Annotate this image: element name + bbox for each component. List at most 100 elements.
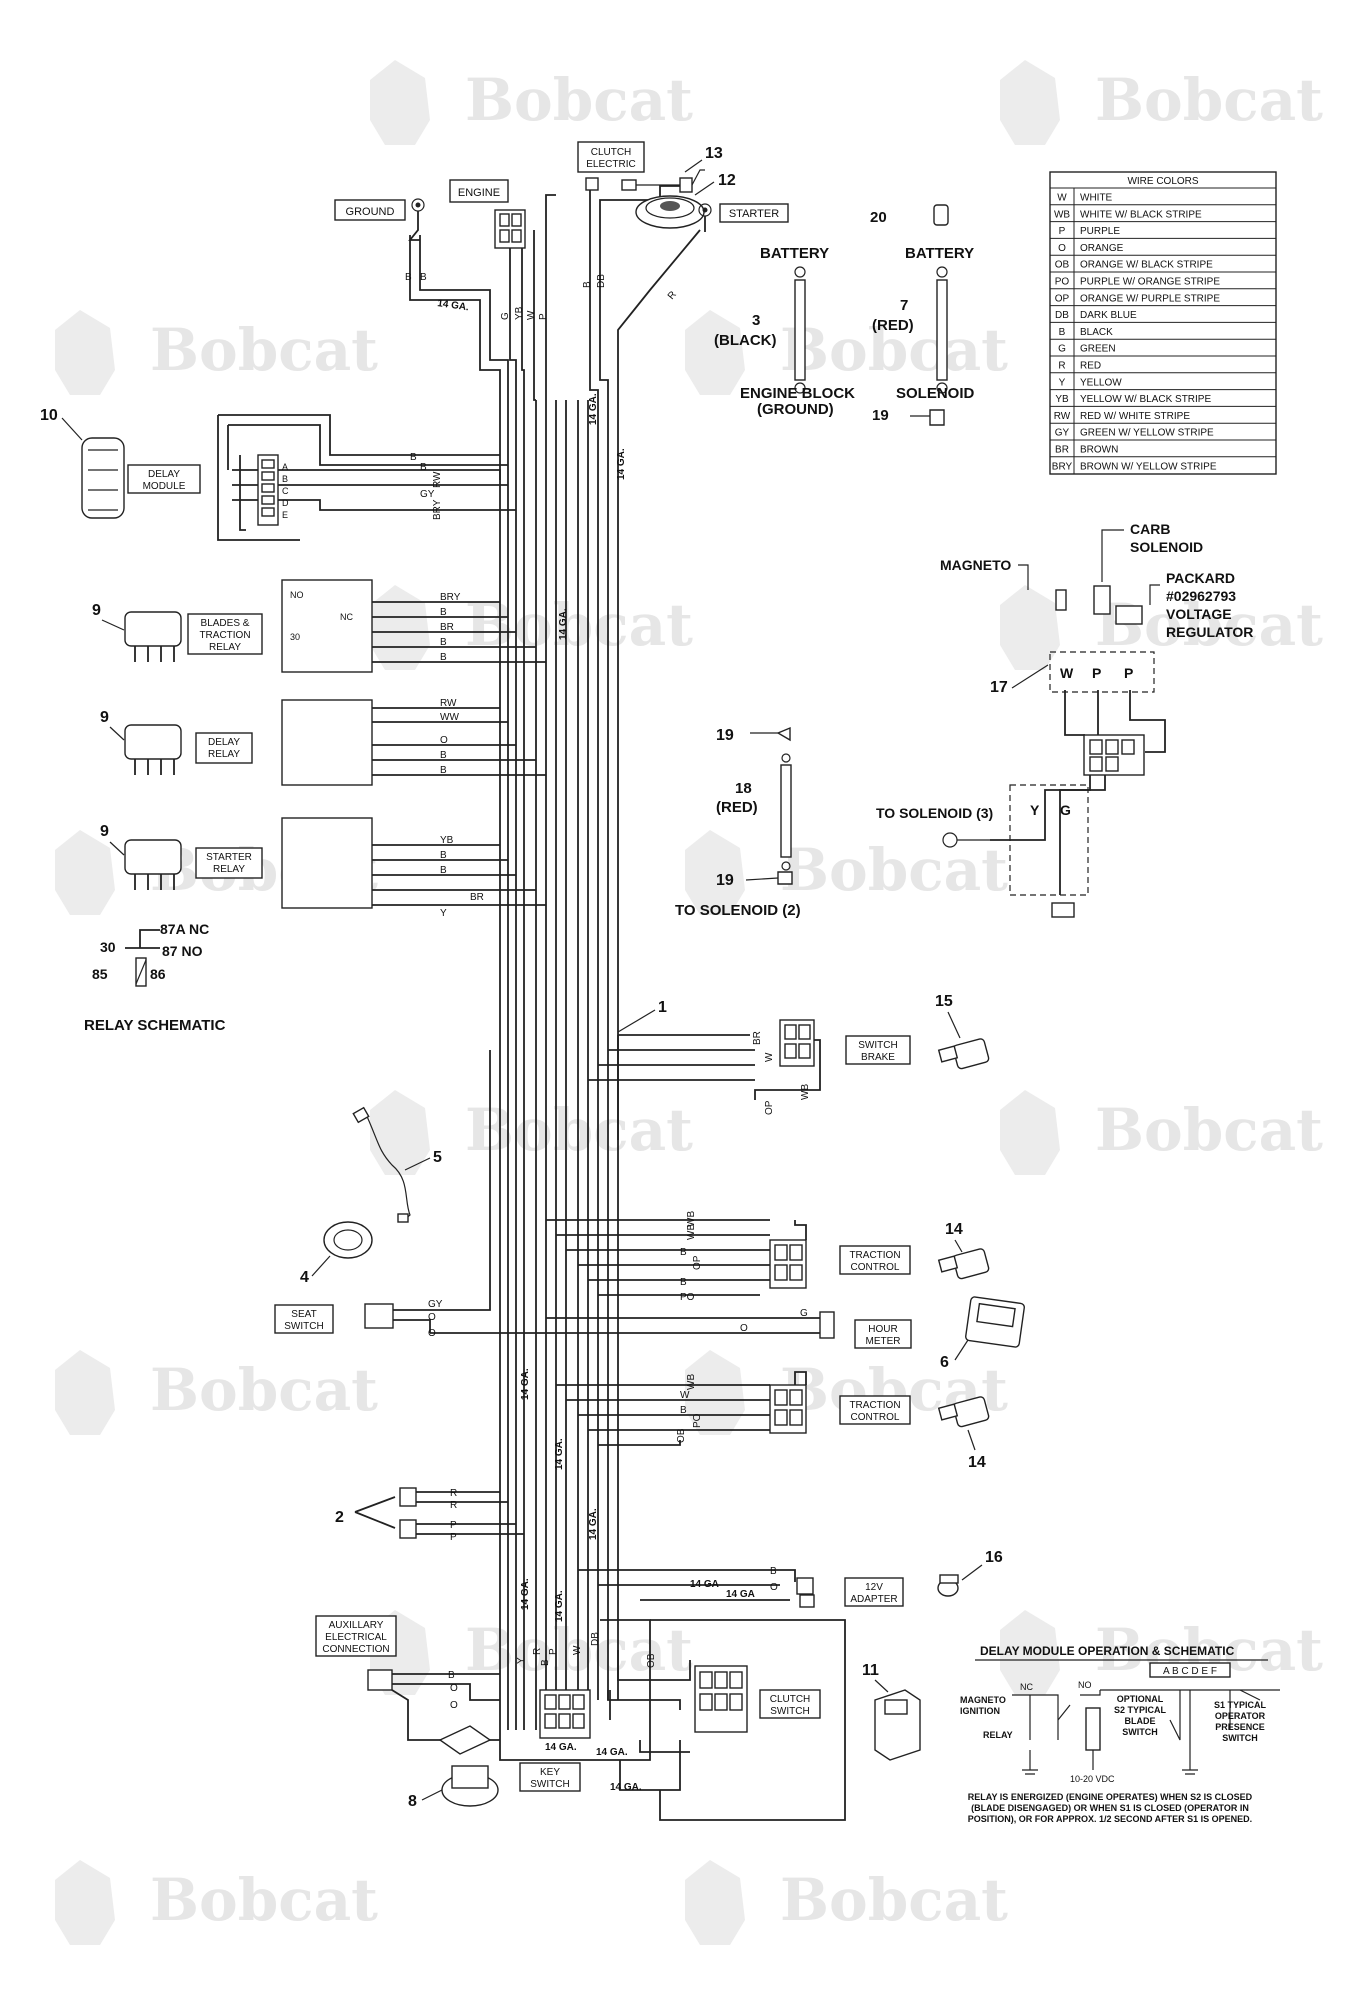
watermark-logo: Bobcat bbox=[1000, 1090, 1323, 1175]
svg-text:O: O bbox=[450, 1700, 458, 1711]
svg-text:14 GA.: 14 GA. bbox=[554, 1438, 565, 1470]
svg-text:B: B bbox=[440, 637, 447, 648]
svg-text:OPTIONAL: OPTIONAL bbox=[1117, 1694, 1164, 1704]
svg-text:TO SOLENOID (2): TO SOLENOID (2) bbox=[675, 902, 801, 919]
svg-text:RELAY: RELAY bbox=[983, 1730, 1013, 1740]
svg-text:YB: YB bbox=[514, 306, 525, 320]
svg-text:MAGNETO: MAGNETO bbox=[940, 557, 1011, 573]
wire-color-name: YELLOW W/ BLACK STRIPE bbox=[1080, 394, 1211, 405]
wire-color-code: WB bbox=[1054, 209, 1070, 220]
adapter-16 bbox=[937, 1574, 959, 1597]
svg-text:PO: PO bbox=[680, 1292, 695, 1303]
svg-text:GY: GY bbox=[420, 489, 435, 500]
svg-text:20: 20 bbox=[870, 209, 887, 226]
svg-text:DB: DB bbox=[596, 274, 607, 288]
svg-text:BR: BR bbox=[470, 892, 484, 903]
svg-text:(GROUND): (GROUND) bbox=[757, 401, 834, 418]
svg-text:19: 19 bbox=[872, 407, 889, 424]
svg-text:14 GA.: 14 GA. bbox=[545, 1742, 577, 1753]
svg-text:Bobcat: Bobcat bbox=[150, 1356, 378, 1424]
svg-text:B: B bbox=[440, 765, 447, 776]
svg-text:DELAY: DELAY bbox=[148, 469, 180, 480]
svg-text:19: 19 bbox=[716, 872, 734, 889]
wire-color-code: Y bbox=[1059, 377, 1066, 388]
watermark-logo: Bobcat bbox=[55, 310, 378, 395]
starter-terminal: STARTER R bbox=[666, 203, 789, 302]
svg-text:O: O bbox=[740, 1323, 748, 1334]
svg-text:RW: RW bbox=[440, 698, 457, 709]
svg-text:RELAY: RELAY bbox=[213, 864, 245, 875]
svg-text:OB: OB bbox=[646, 1653, 657, 1668]
svg-text:B: B bbox=[440, 652, 447, 663]
svg-text:MAGNETO: MAGNETO bbox=[960, 1695, 1006, 1705]
svg-text:WB: WB bbox=[686, 1224, 697, 1240]
wire-color-code: O bbox=[1058, 243, 1066, 254]
aux-electrical-connection: AUXILLARY ELECTRICAL CONNECTION B O O bbox=[315, 1615, 500, 1741]
wire-color-code: PO bbox=[1055, 277, 1070, 288]
wire-color-code: DB bbox=[1055, 310, 1069, 321]
wire-color-code: P bbox=[1059, 226, 1066, 237]
electric-clutch-12 bbox=[621, 169, 705, 229]
svg-text:RELAY: RELAY bbox=[209, 642, 241, 653]
svg-text:R: R bbox=[450, 1500, 457, 1511]
brake-switch-15 bbox=[937, 1038, 990, 1070]
svg-text:NC: NC bbox=[340, 612, 353, 622]
svg-text:P: P bbox=[1124, 665, 1133, 681]
svg-text:B: B bbox=[420, 272, 427, 283]
svg-text:RW: RW bbox=[432, 471, 443, 488]
delay-relay: DELAY RELAY RW WW O B B bbox=[124, 698, 546, 786]
svg-text:87A NC: 87A NC bbox=[160, 921, 209, 937]
svg-text:W: W bbox=[572, 1645, 583, 1655]
clutch-electric-connector: CLUTCH ELECTRIC B DB bbox=[577, 141, 645, 288]
svg-text:B: B bbox=[282, 474, 288, 484]
svg-text:GROUND: GROUND bbox=[346, 206, 395, 218]
svg-text:14 GA.: 14 GA. bbox=[558, 608, 569, 640]
svg-text:A: A bbox=[282, 462, 288, 472]
watermark-logo: Bobcat bbox=[685, 830, 1008, 915]
svg-text:14 GA.: 14 GA. bbox=[554, 1590, 565, 1622]
part-callouts: 1 2 4 5 6 8 9 9 9 10 11 12 13 14 14 15 1… bbox=[40, 145, 1049, 1810]
svg-text:SWITCH: SWITCH bbox=[530, 1779, 569, 1790]
watermark-logo: Bobcat bbox=[1000, 585, 1323, 670]
key-switch-label: KEY SWITCH bbox=[519, 1762, 581, 1792]
svg-text:A B C D E F: A B C D E F bbox=[1163, 1666, 1217, 1677]
blades-traction-relay: BLADES & TRACTION RELAY BRY B BR B B NO … bbox=[124, 579, 546, 673]
svg-text:Y: Y bbox=[1030, 802, 1040, 818]
delay-module-schematic: DELAY MODULE OPERATION & SCHEMATIC A B C… bbox=[960, 1644, 1280, 1824]
svg-text:YB: YB bbox=[440, 835, 454, 846]
svg-text:METER: METER bbox=[866, 1336, 901, 1347]
svg-text:NO: NO bbox=[1078, 1680, 1092, 1690]
svg-text:SWITCH: SWITCH bbox=[1222, 1733, 1258, 1743]
ground-terminal: GROUND B B 14 GA. bbox=[334, 198, 470, 313]
wire-color-code: OP bbox=[1055, 293, 1070, 304]
svg-text:Bobcat: Bobcat bbox=[780, 316, 1008, 384]
svg-text:ADAPTER: ADAPTER bbox=[850, 1594, 897, 1605]
svg-text:(BLACK): (BLACK) bbox=[714, 332, 776, 349]
battery-cable-18: 18 (RED) TO SOLENOID (2) bbox=[675, 726, 801, 919]
svg-text:P: P bbox=[1092, 665, 1101, 681]
svg-text:R: R bbox=[450, 1488, 457, 1499]
svg-text:BRY: BRY bbox=[432, 499, 443, 520]
svg-text:W: W bbox=[680, 1390, 690, 1401]
svg-text:14: 14 bbox=[968, 1454, 986, 1471]
clutch-switch-11 bbox=[874, 1689, 921, 1761]
svg-text:IGNITION: IGNITION bbox=[960, 1706, 1000, 1716]
svg-text:O: O bbox=[770, 1582, 778, 1593]
svg-text:ELECTRICAL: ELECTRICAL bbox=[325, 1632, 387, 1643]
svg-text:30: 30 bbox=[290, 632, 300, 642]
svg-text:Bobcat: Bobcat bbox=[1095, 66, 1323, 134]
svg-text:Bobcat: Bobcat bbox=[150, 316, 378, 384]
svg-text:ENGINE BLOCK: ENGINE BLOCK bbox=[740, 385, 855, 402]
clutch-switch-connector: CLUTCH SWITCH 14 GA. bbox=[607, 1619, 846, 1821]
svg-text:BATTERY: BATTERY bbox=[905, 245, 974, 262]
battery-cable-7: 20 BATTERY 7 (RED) SOLENOID 19 bbox=[870, 204, 975, 426]
svg-text:B: B bbox=[420, 462, 427, 473]
svg-text:10-20 VDC: 10-20 VDC bbox=[1070, 1774, 1115, 1784]
svg-text:WIRE COLORS: WIRE COLORS bbox=[1127, 176, 1198, 187]
svg-text:14 GA.: 14 GA. bbox=[588, 1508, 599, 1540]
svg-text:SEAT: SEAT bbox=[291, 1309, 316, 1320]
wire-color-code: GY bbox=[1055, 428, 1070, 439]
svg-text:B: B bbox=[680, 1405, 687, 1416]
